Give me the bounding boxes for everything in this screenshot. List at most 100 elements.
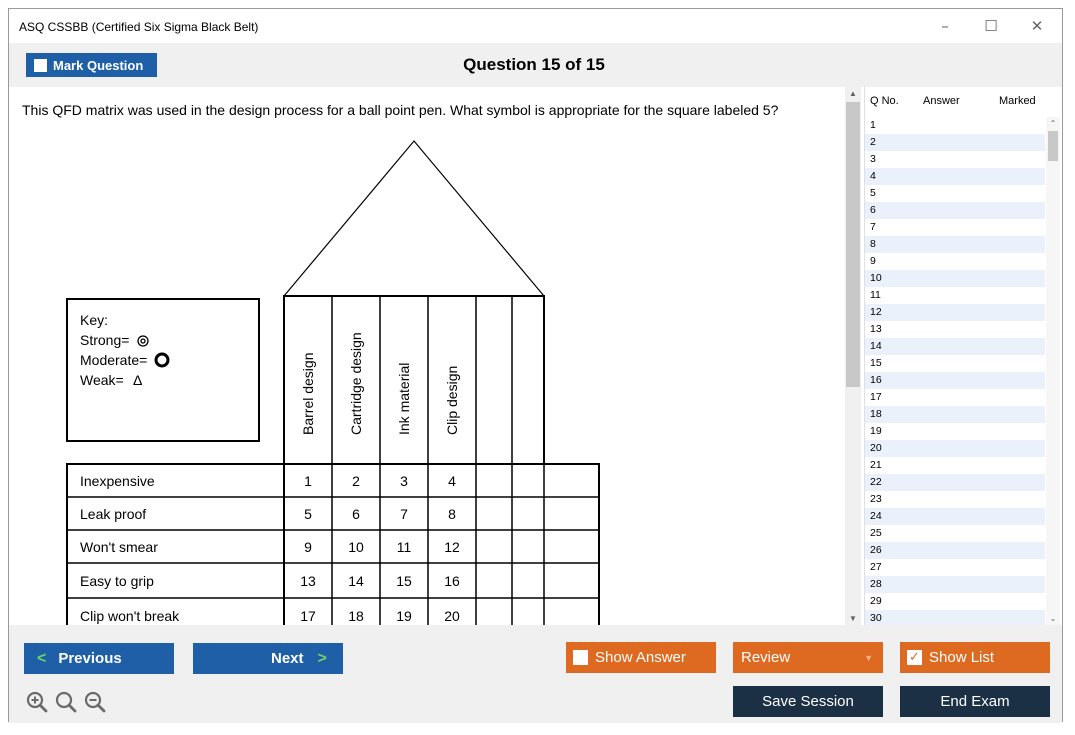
toolbar: Mark Question Question 15 of 15 [9,43,1062,87]
question-list-row[interactable]: 6 [865,202,1045,219]
question-list-row[interactable]: 4 [865,168,1045,185]
question-list-row[interactable]: 24 [865,508,1045,525]
show-answer-label: Show Answer [595,649,686,666]
question-list-row[interactable]: 8 [865,236,1045,253]
chevron-left-icon: < [37,649,47,667]
mark-question-button[interactable]: Mark Question [26,53,157,77]
question-list-row[interactable]: 14 [865,338,1045,355]
key-title: Key: [80,312,108,328]
cell-number: 11 [397,539,412,555]
question-area: This QFD matrix was used in the design p… [9,87,845,625]
cell-number: 8 [448,506,456,522]
question-list-row[interactable]: 9 [870,255,876,267]
minimize-icon[interactable]: – [941,17,949,35]
question-list-row[interactable]: 3 [870,153,876,165]
list-scroll-down-icon[interactable]: ⌄ [1049,614,1057,623]
row-label: Leak proof [80,506,146,522]
question-list-row[interactable]: 26 [865,542,1045,559]
row-label: Easy to grip [80,573,154,589]
mark-question-label: Mark Question [53,57,144,73]
column-label: Cartridge design [348,332,364,435]
question-list-row[interactable]: 30 [865,610,1045,627]
end-exam-button[interactable]: End Exam [900,686,1050,717]
checkmark-icon: ✓ [907,650,922,665]
zoom-reset-icon[interactable] [55,691,77,713]
previous-button[interactable]: < Previous [24,643,174,674]
cell-number: 16 [444,573,460,589]
previous-label: Previous [58,650,122,667]
header-answer: Answer [923,95,960,107]
next-button[interactable]: Next > [193,643,343,674]
cell-number: 10 [348,539,364,555]
question-list-row[interactable]: 18 [865,406,1045,423]
scrollbar-thumb[interactable] [846,102,860,387]
maximize-icon[interactable]: ☐ [984,17,998,35]
question-list-row[interactable]: 22 [865,474,1045,491]
question-list-row[interactable]: 10 [865,270,1045,287]
question-list-row[interactable]: 21 [870,459,882,471]
row-label: Inexpensive [80,473,155,489]
list-scrollbar[interactable]: ⌃ ⌄ [1046,117,1060,625]
question-scrollbar[interactable]: ▲ ▼ [845,87,861,625]
checkbox-icon [573,650,588,665]
question-list-row[interactable]: 16 [865,372,1045,389]
cell-number: 14 [348,573,364,589]
bottom-bar: < Previous Next > Show Answer Review ▼ ✓… [9,625,1062,723]
save-session-button[interactable]: Save Session [733,686,883,717]
question-list-row[interactable]: 12 [865,304,1045,321]
question-list-row[interactable]: 13 [870,323,882,335]
question-list-row[interactable]: 25 [870,527,882,539]
question-list-row[interactable]: 19 [870,425,882,437]
moderate-symbol-icon [154,352,170,368]
cell-number: 6 [352,506,360,522]
question-list-row[interactable]: 29 [870,595,882,607]
qfd-key-box [66,298,260,442]
list-scroll-up-icon[interactable]: ⌃ [1049,119,1057,128]
column-label: Ink material [396,363,412,435]
question-list-row[interactable]: 28 [865,576,1045,593]
question-list-row[interactable]: 15 [870,357,882,369]
question-list-row[interactable]: 2 [865,134,1045,151]
checkbox-icon [34,58,47,72]
scroll-down-icon[interactable]: ▼ [849,614,857,623]
question-counter: Question 15 of 15 [463,55,605,74]
header-q-no: Q No. [870,95,899,107]
question-list-row[interactable]: 1 [870,119,876,131]
question-text: This QFD matrix was used in the design p… [22,102,779,118]
cell-number: 2 [352,473,360,489]
question-list-row[interactable]: 7 [870,221,876,233]
cell-number: 9 [304,539,312,555]
next-label: Next [271,650,304,667]
show-list-label: Show List [929,649,995,666]
show-answer-button[interactable]: Show Answer [566,642,716,673]
list-scrollbar-thumb[interactable] [1048,131,1058,161]
row-label: Clip won't break [80,608,180,624]
weak-symbol-icon: Δ [133,372,142,388]
scroll-up-icon[interactable]: ▲ [849,89,857,98]
cell-number: 20 [444,608,460,624]
strong-symbol-icon [137,335,149,347]
question-list-row[interactable]: 5 [870,187,876,199]
question-list-row[interactable]: 20 [865,440,1045,457]
cell-number: 7 [400,506,408,522]
review-dropdown[interactable]: Review ▼ [733,642,883,673]
cell-number: 13 [300,573,316,589]
zoom-out-icon[interactable] [84,691,106,713]
zoom-in-icon[interactable] [26,691,48,713]
show-list-button[interactable]: ✓ Show List [900,642,1050,673]
question-list-row[interactable]: 11 [870,289,881,301]
row-label: Won't smear [80,539,158,555]
qfd-matrix: Key: Strong= Moderate= Weak= Δ Barrel de… [66,140,600,625]
chevron-down-icon: ▼ [864,652,873,663]
qfd-roof [283,140,545,297]
cell-number: 17 [300,608,316,624]
question-list-row[interactable]: 17 [870,391,882,403]
question-list-row[interactable]: 27 [870,561,882,573]
window-title: ASQ CSSBB (Certified Six Sigma Black Bel… [19,20,259,34]
chevron-right-icon: > [317,649,327,667]
question-list-row[interactable]: 23 [870,493,882,505]
close-icon[interactable]: ✕ [1030,17,1044,35]
app-window: ASQ CSSBB (Certified Six Sigma Black Bel… [8,8,1063,723]
